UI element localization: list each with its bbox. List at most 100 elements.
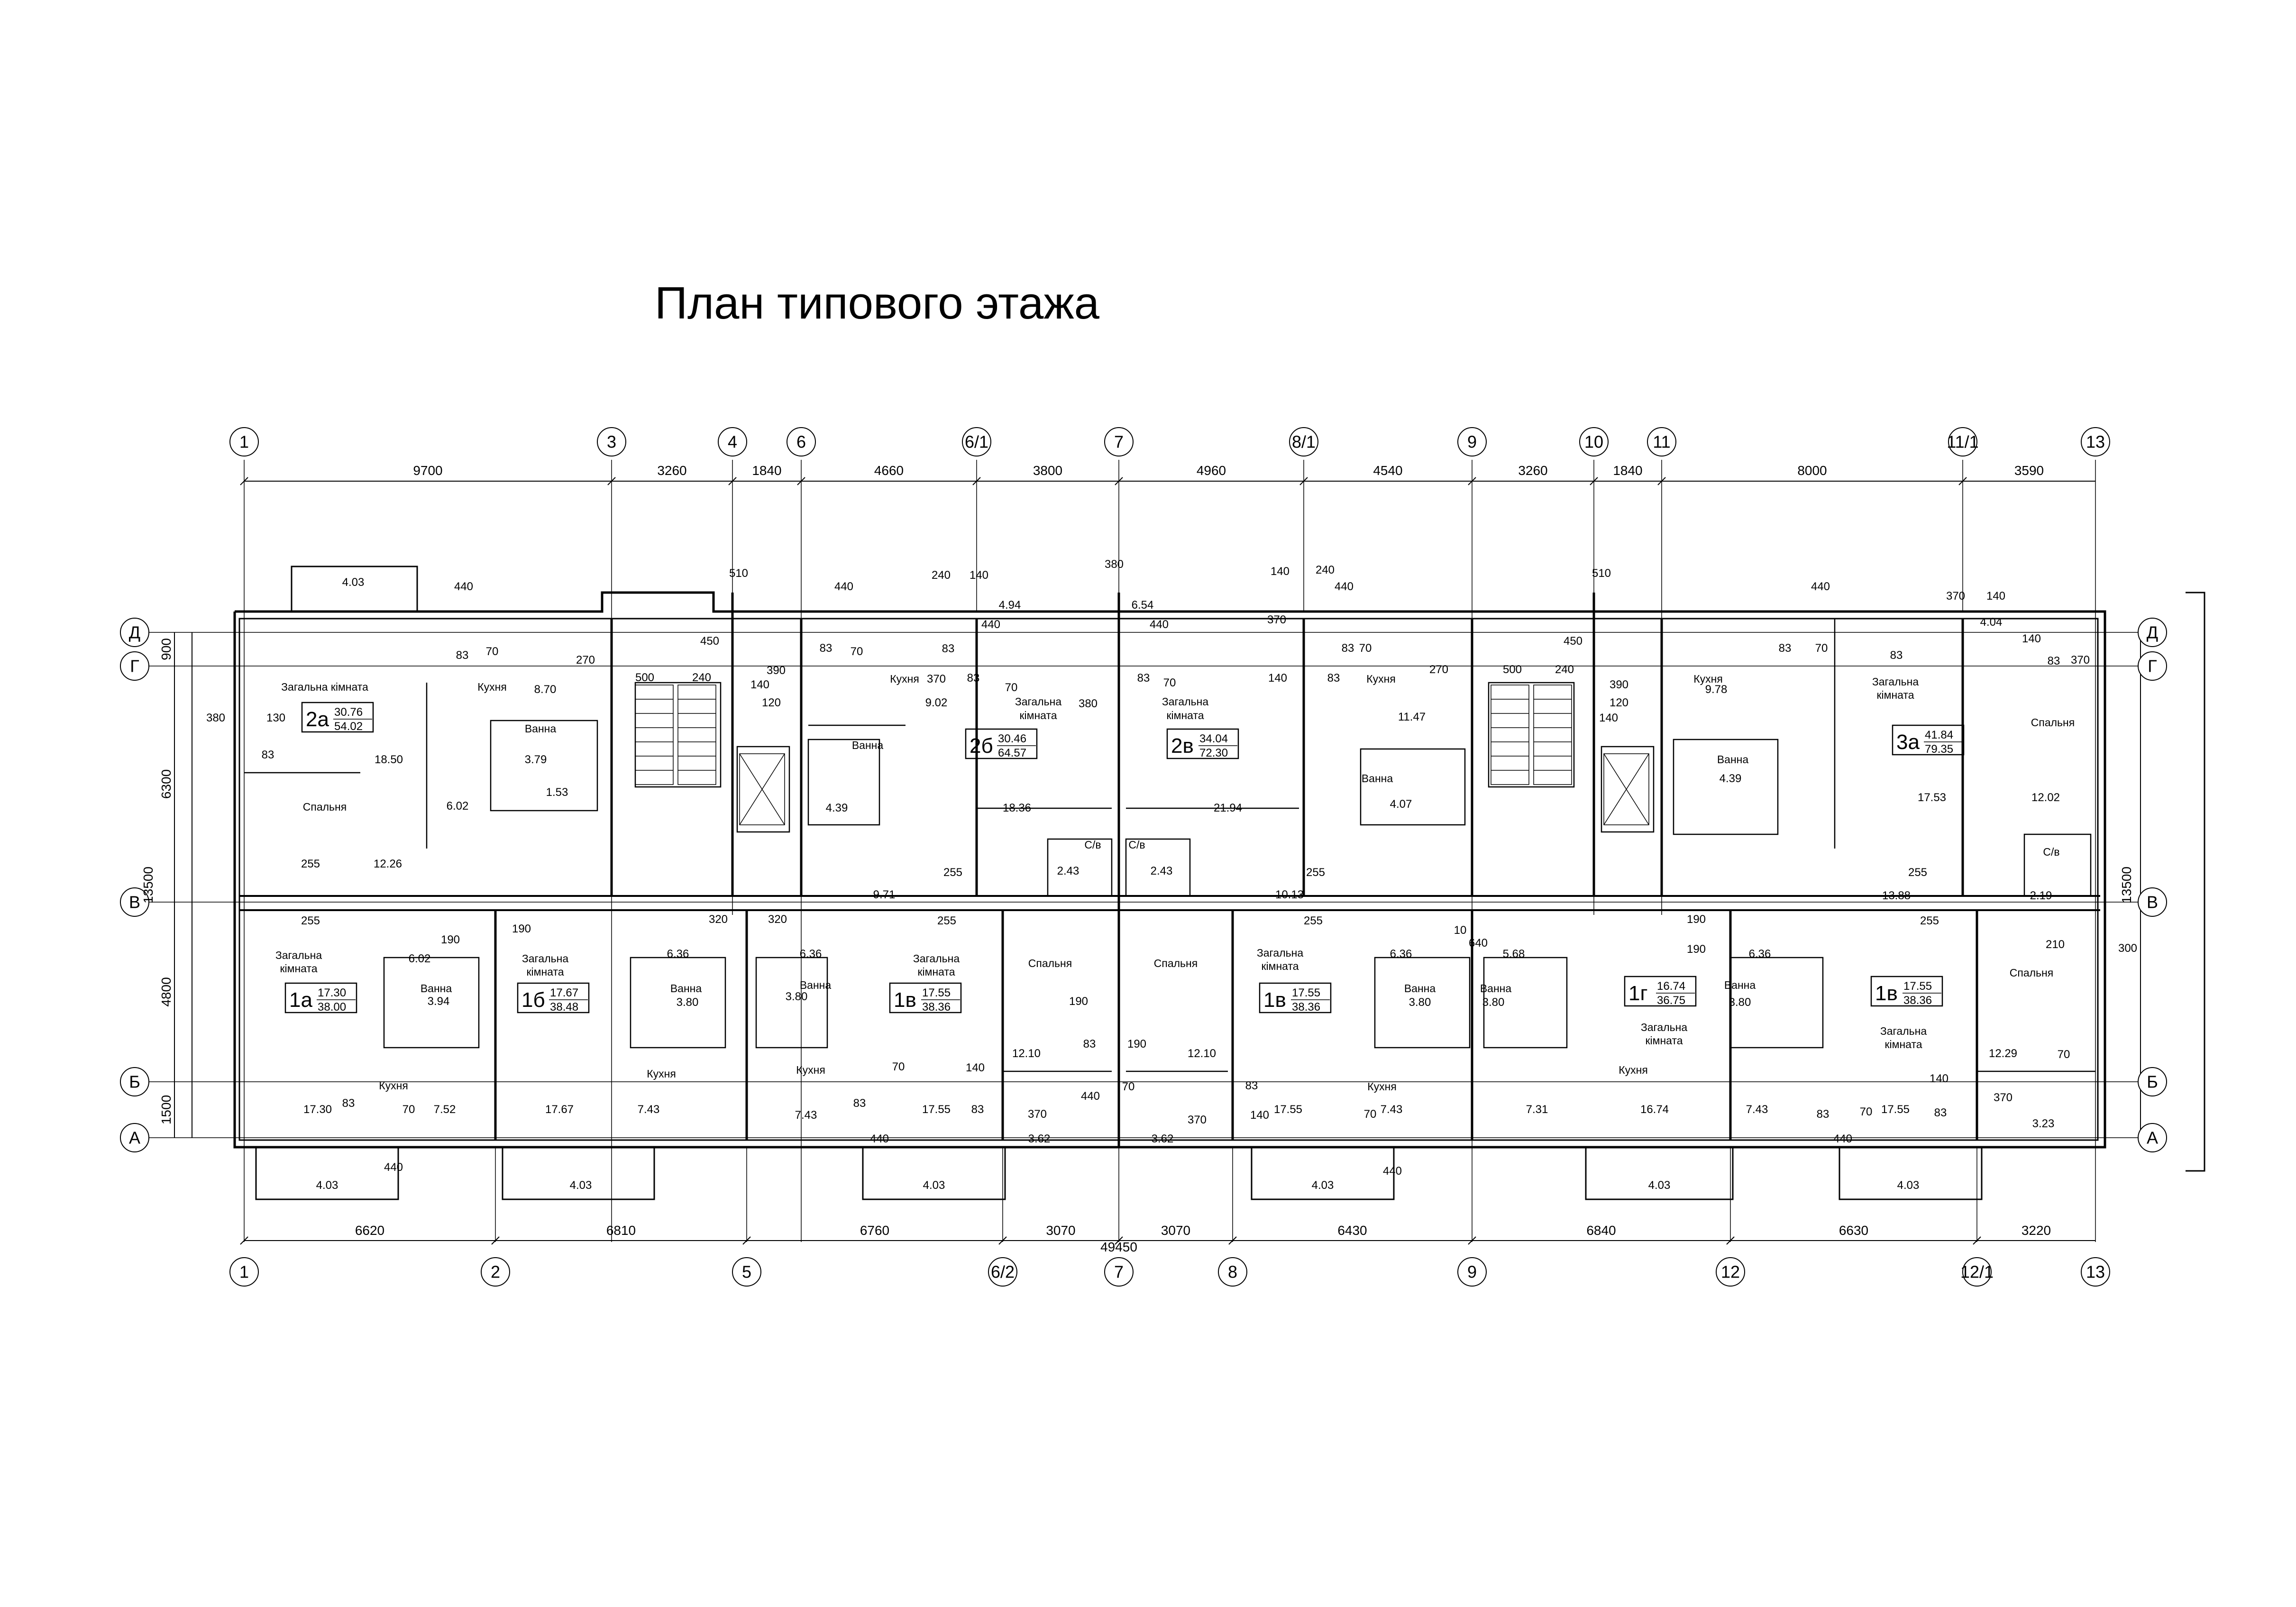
axis-marker-left-label: Б [129,1072,140,1092]
small-dimension: 140 [966,1061,985,1074]
room-label: Загальна [1162,695,1208,708]
small-dimension: 270 [1429,663,1448,676]
small-dimension: 190 [1127,1038,1146,1050]
small-dimension: 83 [262,749,274,761]
dimension-tick [1657,477,1666,485]
room-label: кімната [1876,689,1914,701]
apartment-living-area: 30.46 [998,732,1026,745]
room-label: Загальна [1872,676,1919,688]
small-dimension: 210 [2046,938,2065,951]
small-dimension: 70 [1815,642,1828,655]
apartment-number: 1в [1263,988,1286,1012]
axis-marker-right: Б [2138,1067,2167,1096]
dimension-tick [240,477,248,485]
room-label: Загальна [1880,1025,1927,1037]
apartment-number: 2в [1171,734,1194,758]
small-dimension: 510 [1592,567,1611,580]
small-dimension: 83 [967,672,980,685]
axis-marker-left-label: А [129,1128,140,1148]
small-dimension: 83 [1245,1079,1258,1092]
dimension-left: 4800 [159,977,174,1006]
room-area: 17.55 [1274,1103,1302,1116]
room-area: 13.88 [1882,889,1911,902]
dimension-bottom: 3220 [2022,1223,2051,1238]
apartment-tag-frame [284,982,357,1014]
axis-marker-bottom-label: 1 [239,1262,249,1282]
small-dimension: 70 [402,1103,415,1116]
dimension-bottom: 6430 [1337,1223,1367,1238]
room-label: Загальна [522,952,568,965]
dimension-bottom: 3070 [1161,1223,1190,1238]
axis-marker-top-label: 11/1 [1947,432,1978,452]
apartment-number: 1в [894,988,916,1012]
room-area: 3.80 [1482,996,1505,1009]
room-label: Загальна [913,952,960,965]
axis-marker-top: 4 [718,427,747,457]
small-dimension: 320 [768,913,787,926]
staircases [635,685,1649,825]
room-area: 17.55 [1881,1103,1910,1116]
apartment-tag-frame [965,728,1038,759]
dimension-tick [1590,477,1598,485]
small-dimension: 10 [1454,924,1467,937]
axis-marker-top: 10 [1579,427,1609,457]
room-label: Загальна [1015,695,1061,708]
room-label: кімната [280,962,317,975]
room-label: С/в [1084,839,1101,851]
room-label: Спальня [303,801,347,813]
apartment-number: 1г [1628,982,1648,1005]
small-dimension: 70 [892,1060,905,1073]
total-length: 49450 [1100,1240,1137,1254]
small-dimension: 140 [1268,672,1287,685]
small-dimension: 440 [384,1161,403,1174]
apartment-tag-frame [517,982,590,1014]
apartment-living-area: 17.55 [1292,986,1320,999]
room-label: кімната [1166,709,1204,721]
room-label: Загальна [275,949,322,961]
small-dimension: 240 [692,671,711,684]
dimension-top: 3260 [657,463,686,478]
small-dimension: 440 [834,580,853,593]
room-area: 9.71 [873,888,896,901]
small-dimension: 240 [932,569,951,582]
small-dimension: 83 [971,1103,984,1116]
dimension-tick [1973,1236,1981,1245]
small-dimension: 83 [1890,649,1903,662]
axis-marker-left: В [120,887,149,917]
axis-marker-top-label: 13 [2086,432,2105,452]
small-dimension: 450 [700,635,719,648]
room-area: 16.74 [1640,1103,1669,1116]
small-dimension: 500 [1503,663,1522,676]
room-label: Ванна [670,982,702,995]
small-dimension: 370 [2071,654,2090,667]
dimension-top: 9700 [413,463,442,478]
small-dimension: 500 [635,671,654,684]
axis-marker-bottom: 5 [732,1257,761,1287]
room-area: 1.53 [546,786,568,799]
small-dimension: 83 [1083,1038,1096,1050]
axis-marker-bottom-label: 5 [742,1262,751,1282]
room-label: Загальна [1257,947,1303,959]
dimension-bottom: 6840 [1586,1223,1616,1238]
dimension-tick [742,1236,751,1245]
room-area: 4.03 [1897,1179,1920,1192]
apartment-number: 2б [970,734,993,758]
room-label: Спальня [2031,716,2075,729]
dimension-tick [1726,1236,1735,1245]
room-area: 18.50 [375,753,403,766]
axis-marker-top-label: 6/1 [965,432,988,452]
apartment-living-area: 17.67 [550,986,578,999]
small-dimension: 440 [1833,1132,1852,1145]
axis-marker-top-label: 8/1 [1292,432,1316,452]
room-label: Кухня [890,673,919,685]
room-area: 4.03 [923,1179,945,1192]
apartment-tag-frame [1259,982,1332,1014]
room-area: 6.54 [1132,599,1154,612]
small-dimension: 440 [454,580,473,593]
room-area: 12.02 [2031,791,2060,804]
small-dimension: 190 [512,922,531,935]
